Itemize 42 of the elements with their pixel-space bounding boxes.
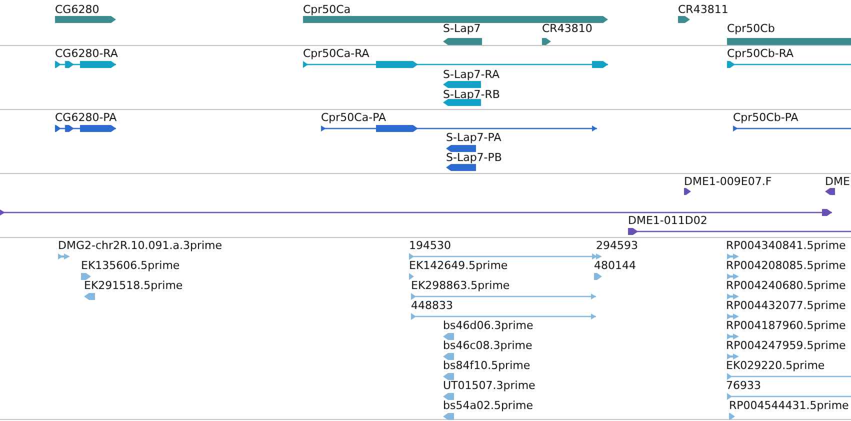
feature-label: RP004208085.5prime [726, 259, 846, 272]
feature-label: DME1-011D02 [628, 214, 708, 227]
feature-label: bs84f10.5prime [443, 359, 530, 372]
feature-label: Cpr50Ca-PA [321, 111, 386, 124]
feature-label: bs46c08.3prime [443, 339, 532, 352]
feature-label: CR43811 [678, 3, 728, 16]
feature-label: 480144 [594, 259, 636, 272]
feature-label: bs46d06.3prime [443, 319, 534, 332]
feature-label: EK029220.5prime [726, 359, 825, 372]
feature-label: 294593 [596, 239, 638, 252]
feature-label: Cpr50Cb [727, 22, 775, 35]
feature-label: Cpr50Ca [303, 3, 351, 16]
feature-label: EK142649.5prime [409, 259, 508, 272]
feature-label: RP004240680.5prime [726, 279, 846, 292]
feature-label: EK135606.5prime [81, 259, 180, 272]
feature-label: S-Lap7-PA [446, 131, 502, 144]
feature-label: DMG2-chr2R.10.091.a.3prime [58, 239, 222, 252]
feature-label: DME [825, 175, 850, 188]
feature-label: Cpr50Cb-RA [727, 47, 794, 60]
feature-label: S-Lap7-PB [446, 151, 502, 164]
feature-label: 194530 [409, 239, 451, 252]
feature-label: S-Lap7-RA [443, 68, 500, 81]
feature-label: S-Lap7-RB [443, 88, 500, 101]
feature-label: DME1-009E07.F [684, 175, 772, 188]
feature-label: CG6280-PA [55, 111, 117, 124]
feature-label: EK291518.5prime [84, 279, 183, 292]
feature-label: bs54a02.5prime [443, 399, 533, 412]
feature-label: RP004340841.5prime [726, 239, 846, 252]
feature-label: Cpr50Cb-PA [733, 111, 798, 124]
feature-label: S-Lap7 [443, 22, 481, 35]
feature-label: CG6280-RA [55, 47, 118, 60]
feature-label: Cpr50Ca-RA [303, 47, 370, 60]
feature-label: RP004247959.5prime [726, 339, 846, 352]
feature-label: EK298863.5prime [411, 279, 510, 292]
feature-label: RP004432077.5prime [726, 299, 846, 312]
feature-label: CG6280 [55, 3, 100, 16]
feature-label: 448833 [411, 299, 453, 312]
feature-label: UT01507.3prime [443, 379, 536, 392]
feature-label: RP004187960.5prime [726, 319, 846, 332]
feature-label: RP004544431.5prime [729, 399, 849, 412]
feature-label: CR43810 [542, 22, 592, 35]
feature-label: 76933 [726, 379, 761, 392]
